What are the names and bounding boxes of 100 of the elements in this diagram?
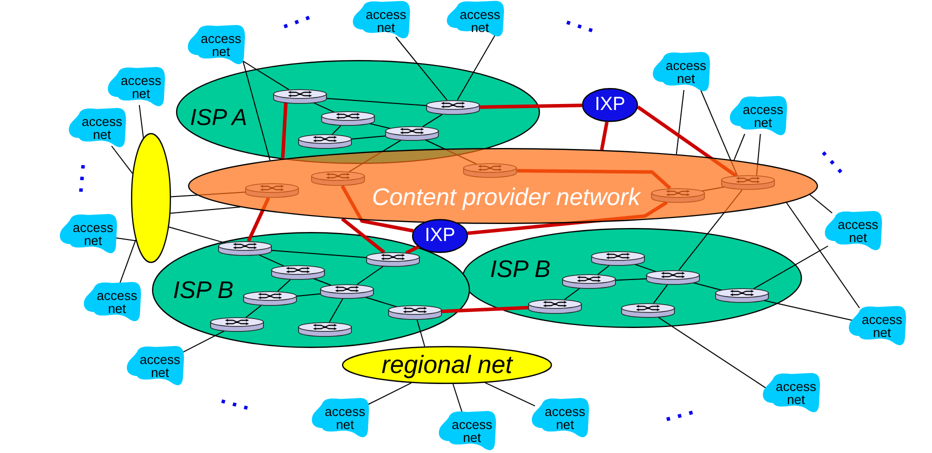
router-icon (562, 274, 616, 289)
access-network-cloud (106, 66, 166, 108)
router-icon (298, 134, 352, 149)
link-line (368, 122, 392, 130)
network-label: ISP A (190, 104, 248, 130)
network-ellipse (131, 133, 171, 263)
access-network-label: access net (365, 8, 407, 34)
network-ellipse (188, 148, 818, 224)
access-network-cloud (58, 213, 118, 255)
access-network-label: access net (139, 353, 181, 379)
thick-link-line (516, 168, 672, 190)
thick-link-line (405, 245, 420, 254)
router-icon (591, 251, 645, 266)
link-line (168, 226, 226, 244)
access-network-cloud (761, 372, 821, 414)
link-line (348, 140, 402, 172)
router-icon (218, 241, 272, 256)
network-ellipse (176, 60, 540, 164)
link-line (597, 265, 610, 275)
link-line (258, 254, 284, 267)
link-line (364, 296, 398, 308)
router-icon (273, 89, 327, 104)
ellipsis-dots: ... (76, 163, 88, 199)
link-line (242, 60, 290, 90)
link-line (756, 134, 761, 176)
link-line (734, 134, 746, 161)
router-icon (463, 163, 517, 178)
ellipsis-dots: ... (564, 16, 600, 38)
access-network-label: access net (96, 289, 138, 315)
link-line (328, 298, 344, 323)
router-icon (388, 305, 442, 320)
access-network-cloud (67, 107, 127, 149)
exchange-point-ellipse (412, 219, 468, 253)
thick-link-line (600, 122, 609, 150)
link-line (313, 278, 332, 286)
access-network-label: access net (665, 59, 707, 85)
access-network-cloud (186, 24, 246, 66)
access-network-label: access net (861, 313, 903, 339)
link-line (314, 102, 334, 113)
link-line (356, 266, 384, 285)
access-network-label: access net (72, 221, 114, 247)
link-line (692, 282, 723, 291)
link-line (452, 384, 463, 414)
router-icon (528, 299, 582, 314)
thick-link-line (467, 200, 668, 236)
network-label: ISP B (490, 256, 550, 283)
access-network-cloud (437, 410, 497, 452)
link-line (170, 192, 246, 198)
link-line (700, 186, 726, 192)
router-icon (271, 265, 325, 280)
link-line (658, 316, 766, 389)
router-icon (321, 111, 375, 126)
access-network-label: access net (451, 418, 493, 444)
link-line (484, 382, 536, 406)
ellipsis-dots: ... (664, 406, 700, 424)
thick-link-line (442, 306, 528, 314)
link-line (246, 305, 262, 318)
link-line (242, 60, 270, 161)
link-line (564, 288, 580, 300)
network-label: ISP B (173, 277, 234, 304)
access-network-cloud (823, 210, 883, 252)
link-line (753, 246, 828, 290)
access-network-label: access net (200, 32, 242, 58)
router-icon (366, 252, 420, 267)
link-line (422, 114, 443, 128)
router-icon (646, 270, 700, 285)
access-network-label: access net (775, 380, 817, 406)
thick-link-line (636, 105, 738, 178)
link-line (615, 278, 647, 281)
access-network-label: access net (120, 74, 162, 100)
link-line (700, 90, 738, 176)
link-line (653, 284, 668, 304)
network-ellipse (342, 346, 552, 384)
router-icon (245, 183, 299, 198)
router-icon (320, 284, 374, 299)
access-network-cloud (530, 397, 590, 439)
access-network-cloud (310, 397, 370, 439)
access-network-cloud (847, 305, 907, 347)
link-line (678, 189, 743, 271)
router-icon (311, 171, 365, 186)
thick-link-line (340, 185, 414, 233)
router-icon (715, 288, 769, 303)
access-network-cloud (82, 281, 142, 323)
router-icon (721, 175, 775, 190)
link-line (114, 237, 136, 242)
access-network-label: access net (742, 103, 784, 129)
access-network-label: access net (544, 405, 586, 431)
link-line (634, 264, 657, 272)
router-icon (426, 100, 480, 115)
thick-link-line (280, 102, 288, 159)
link-line (786, 202, 860, 308)
access-network-cloud (125, 345, 185, 387)
ellipsis-dots: ... (280, 10, 318, 32)
link-line (350, 135, 387, 140)
link-line (395, 36, 448, 101)
router-icon (243, 291, 297, 306)
link-line (676, 90, 684, 155)
network-ellipse (462, 228, 802, 328)
link-line (295, 293, 322, 297)
access-network-cloud (351, 0, 411, 40)
